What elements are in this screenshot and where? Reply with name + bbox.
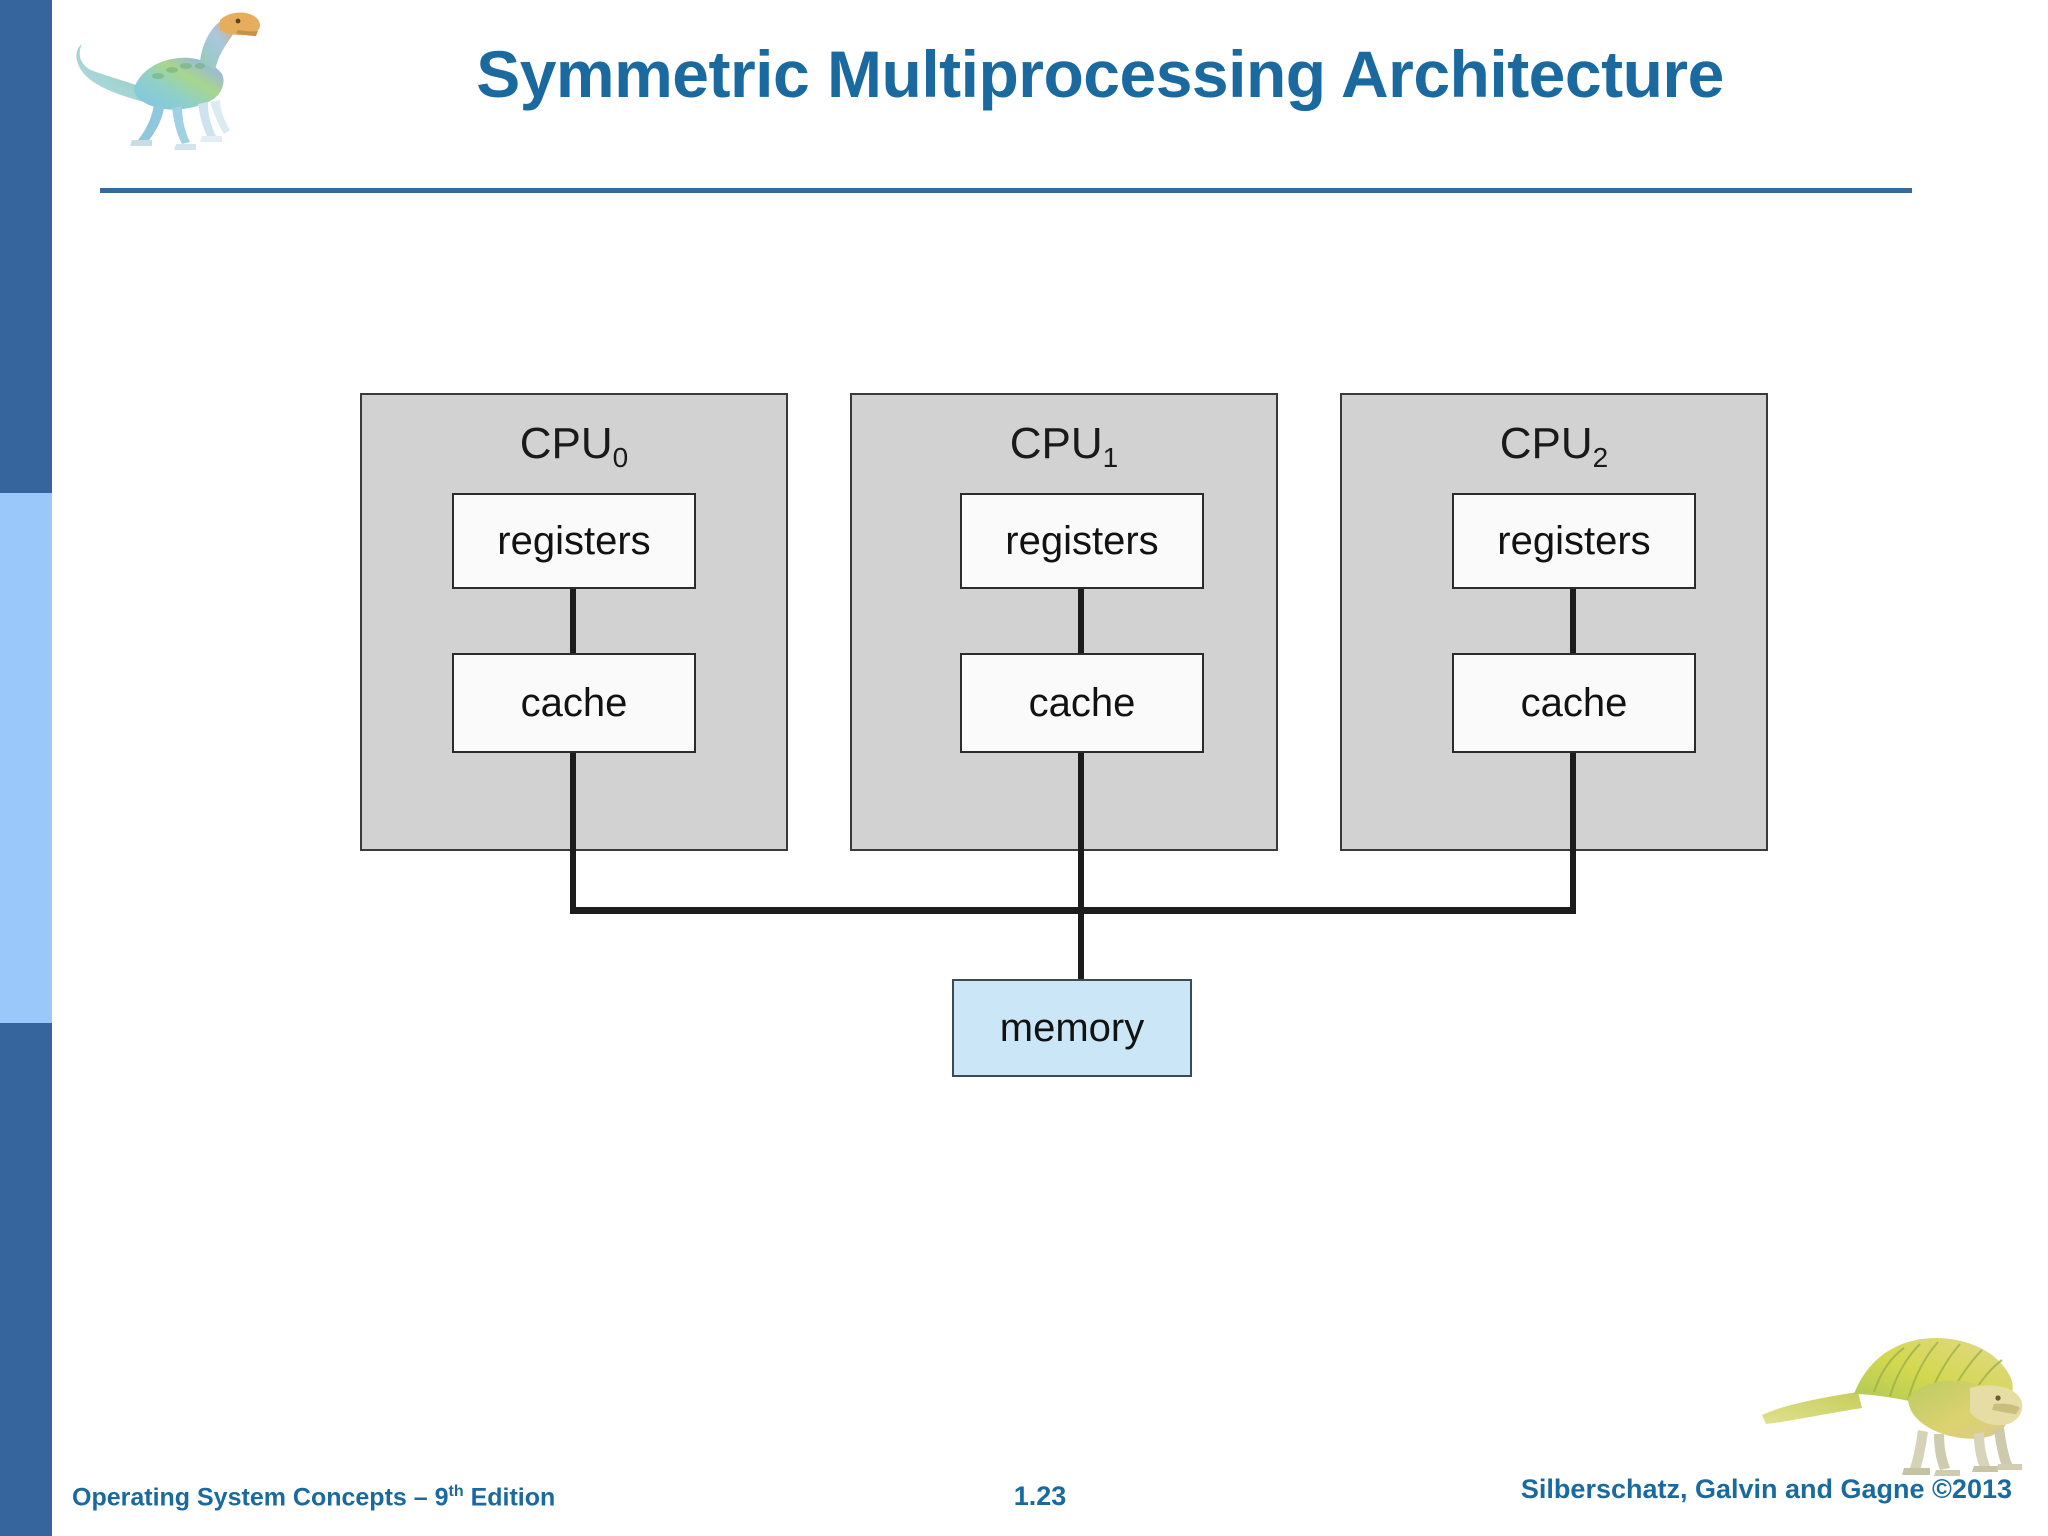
cache-block-2: cache — [1452, 653, 1696, 753]
footer-copyright: Silberschatz, Galvin and Gagne ©2013 — [1520, 1474, 2012, 1504]
wire-registers-cache-2 — [1570, 589, 1576, 653]
cache-label-2: cache — [1520, 680, 1628, 725]
footer-dimetrodon-icon — [1758, 1318, 2038, 1483]
registers-label-2: registers — [1497, 518, 1651, 563]
sidebar-segment-bottom — [0, 1023, 52, 1536]
header-dinosaur-icon — [72, 4, 272, 156]
memory-label: memory — [999, 1005, 1145, 1050]
registers-block-2: registers — [1452, 493, 1696, 589]
cpu-label-0: CPU0 — [362, 419, 786, 473]
cpu-label-0-index: 0 — [612, 442, 629, 473]
page-title: Symmetric Multiprocessing Architecture — [476, 37, 1724, 111]
cpu-label-2-text: CPU — [1499, 419, 1593, 468]
footer-book-title-tail: Edition — [463, 1483, 556, 1512]
cache-block-1: cache — [960, 653, 1204, 753]
wire-registers-cache-1 — [1078, 589, 1084, 653]
cpu-label-2: CPU2 — [1342, 419, 1766, 473]
footer-book-ordinal: th — [448, 1483, 464, 1500]
cpu-label-1-index: 1 — [1102, 442, 1119, 473]
slide-number: 1.23 — [1013, 1481, 1067, 1511]
cpu-block-2: CPU2 — [1340, 393, 1768, 851]
cpu-label-1: CPU1 — [852, 419, 1276, 473]
shared-bus-line — [570, 907, 1576, 914]
registers-label-1: registers — [1005, 518, 1159, 563]
cpu-block-0: CPU0 — [360, 393, 788, 851]
title-underline-rule — [100, 188, 1912, 193]
footer-book-title: Operating System Concepts – 9th Edition — [72, 1483, 555, 1512]
cpu-label-2-index: 2 — [1592, 442, 1609, 473]
registers-label-0: registers — [497, 518, 651, 563]
registers-block-1: registers — [960, 493, 1204, 589]
cpu-block-1: CPU1 — [850, 393, 1278, 851]
cache-label-0: cache — [520, 680, 628, 725]
cpu-label-1-text: CPU — [1009, 419, 1103, 468]
sidebar-segment-middle — [0, 493, 52, 1023]
wire-cache-bus-0 — [570, 753, 576, 913]
cpu-label-0-text: CPU — [519, 419, 613, 468]
wire-registers-cache-0 — [570, 589, 576, 653]
wire-cache-bus-2 — [1570, 753, 1576, 913]
registers-block-0: registers — [452, 493, 696, 589]
sidebar-segment-top — [0, 0, 52, 493]
memory-block: memory — [952, 979, 1192, 1077]
left-decorative-sidebar — [0, 0, 52, 1536]
cache-label-1: cache — [1028, 680, 1136, 725]
cache-block-0: cache — [452, 653, 696, 753]
wire-cache-bus-1 — [1078, 753, 1084, 979]
footer-book-title-text: Operating System Concepts – 9 — [72, 1483, 449, 1512]
